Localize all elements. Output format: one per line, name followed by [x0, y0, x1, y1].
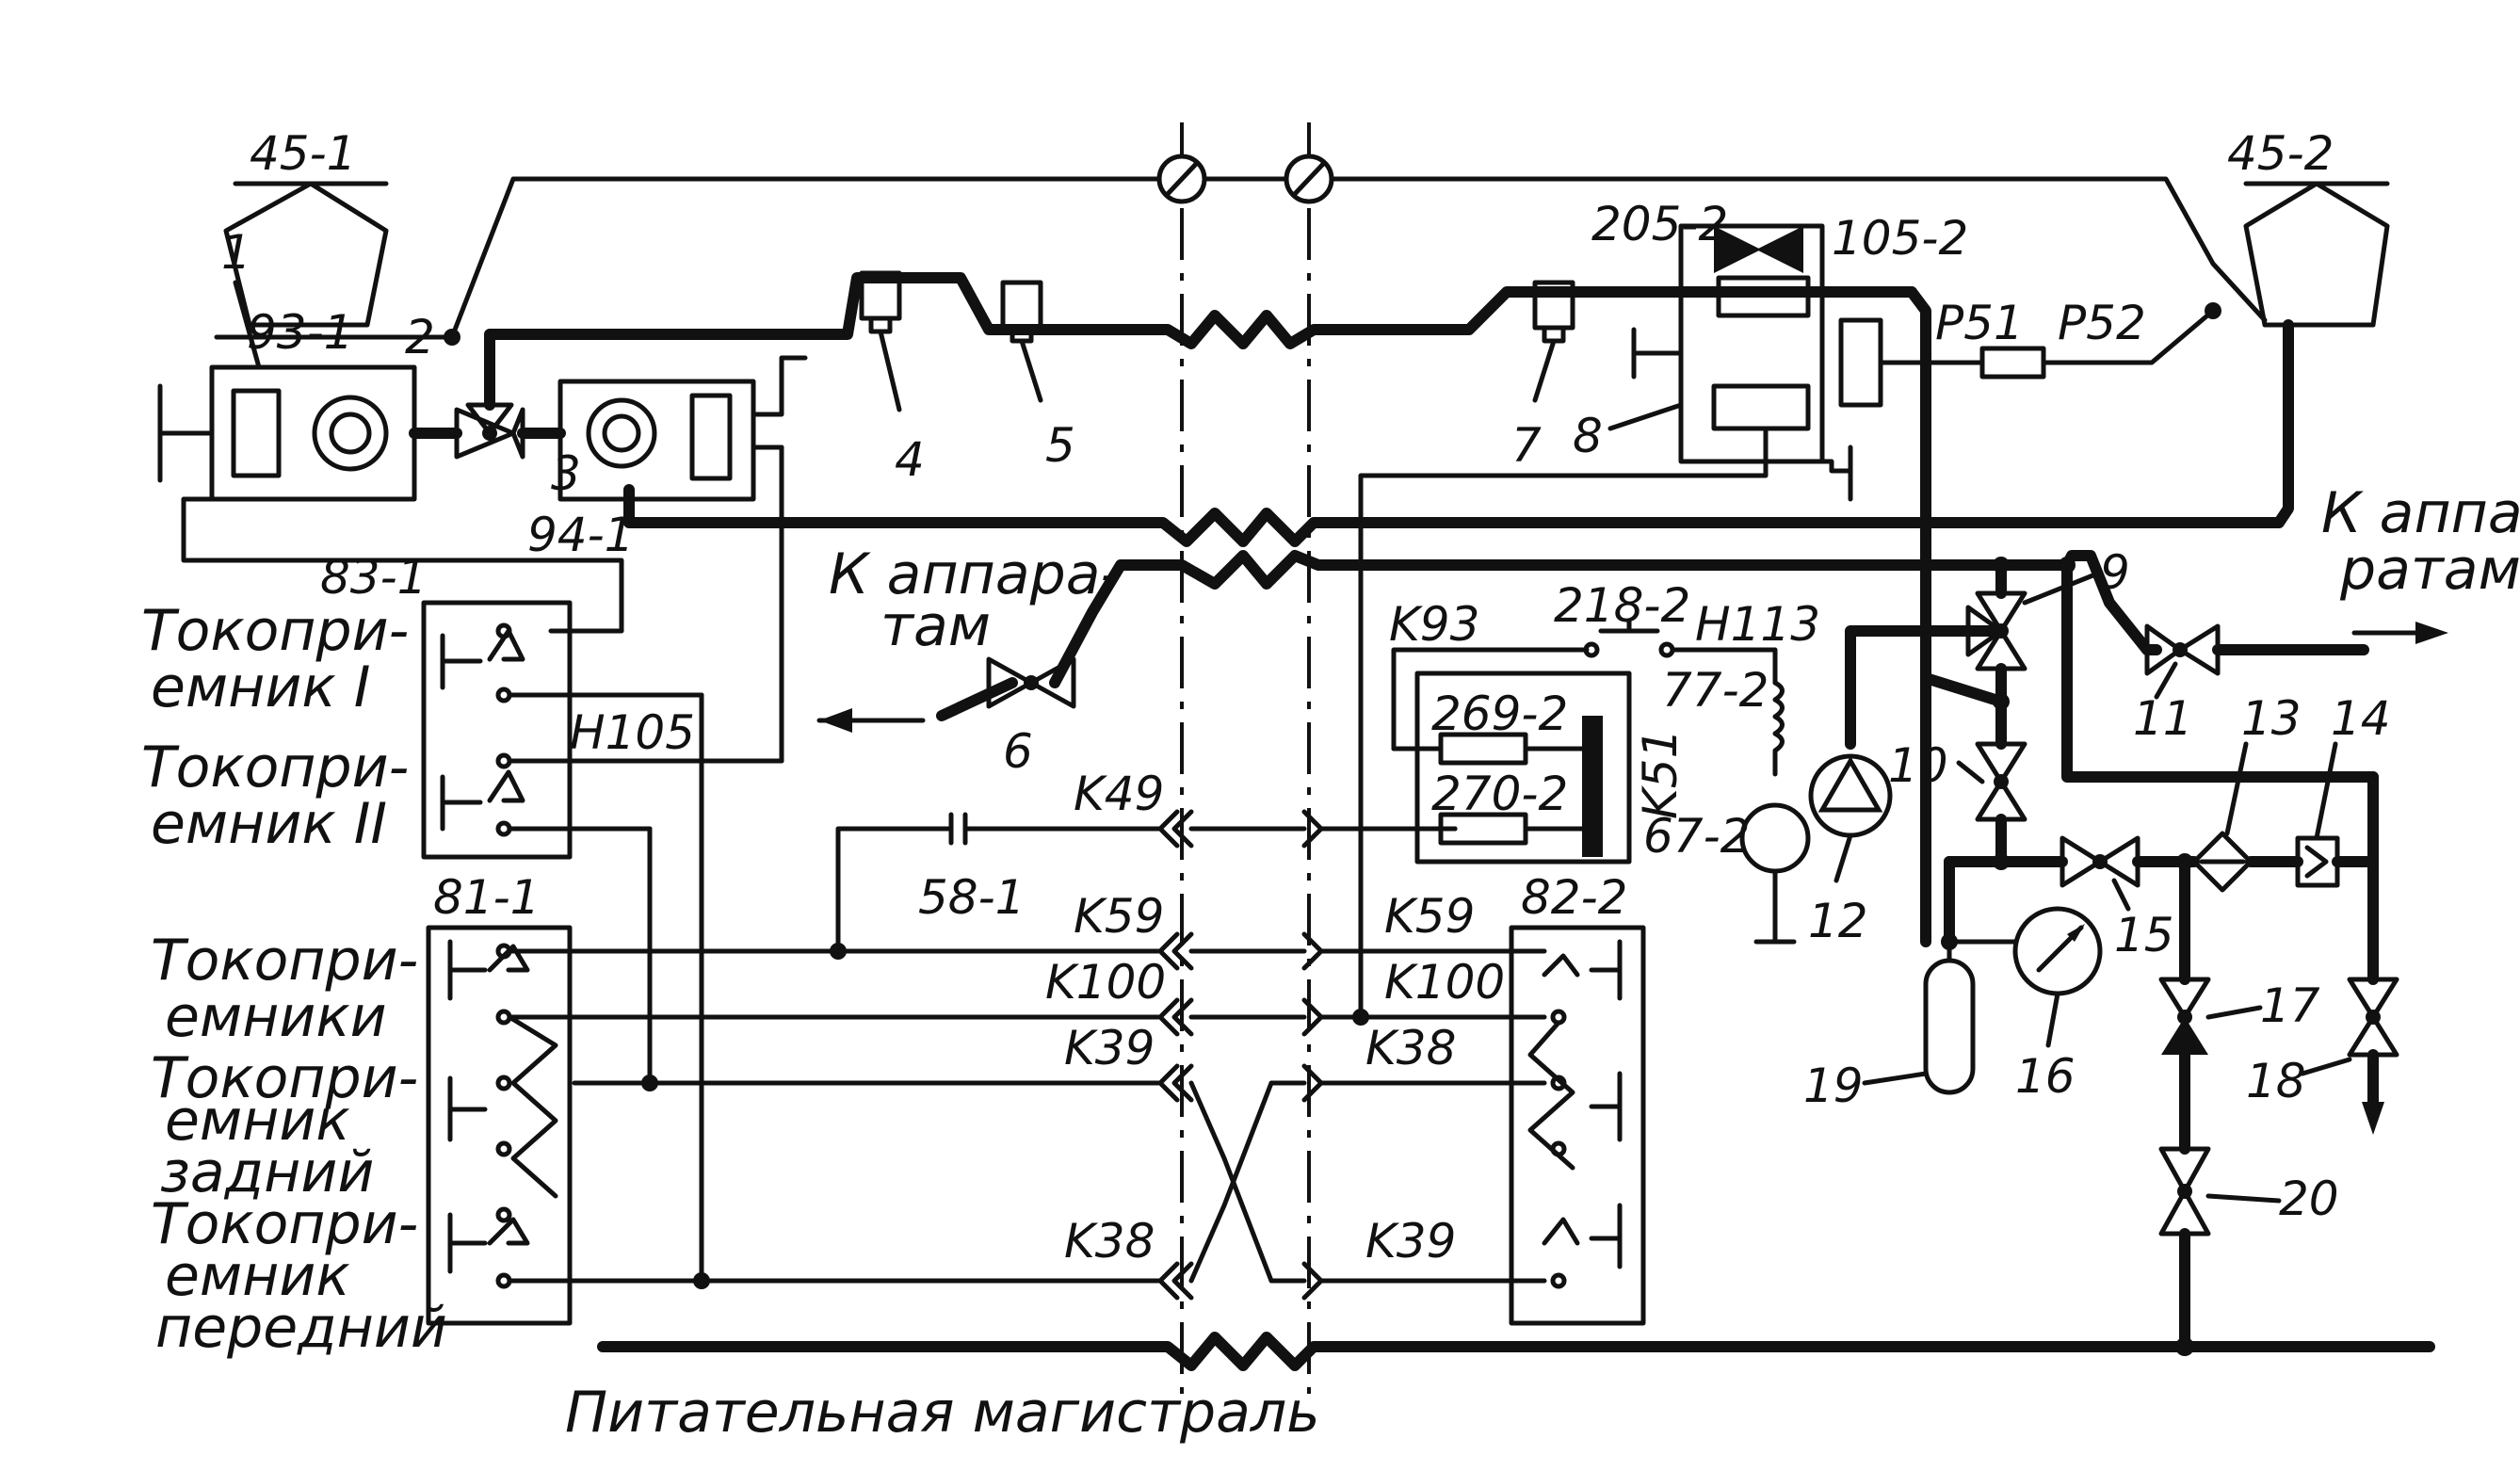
code-93-1: 93-1	[247, 305, 353, 360]
resistor-p51-label: P51	[1935, 296, 2024, 350]
relay-block: 218-2 K93 H113 77-2 269-2 270-2 K51 67-2	[1389, 578, 1820, 945]
feed-main-label: Питательная магистраль	[565, 1380, 1320, 1446]
reservoir-19-label: 19	[1803, 1059, 1864, 1113]
code-270-2: 270-2	[1431, 767, 1568, 821]
device-3: 3 94-1	[527, 355, 808, 562]
wire-k39-left: K39	[1064, 1021, 1155, 1075]
pants-line1: Токопри-	[151, 928, 418, 994]
code-58-1: 58-1	[918, 870, 1025, 925]
valve-2-label: 2	[405, 310, 435, 364]
valve-5: 5	[1000, 280, 1075, 473]
valve-5-label: 5	[1045, 418, 1075, 473]
wire-device8-k100	[1358, 459, 1769, 1025]
train-wires: 58-1 K49 K59 K59	[507, 692, 1547, 1301]
wire-k39-right: K39	[1365, 1214, 1456, 1269]
pantograph-right: 45-2	[2227, 126, 2390, 328]
apparatus-line-left	[1049, 550, 2073, 688]
rear-line2: емник	[165, 1088, 350, 1154]
pantograph-left: 45-1	[214, 126, 455, 340]
valve-4: 4	[859, 270, 925, 487]
connector-k49	[1157, 809, 1324, 849]
code-67-2: 67-2	[1643, 809, 1750, 864]
device-105-2-label: 105-2	[1832, 211, 1968, 266]
pant2-line2: емник II	[151, 791, 387, 857]
valve-2: 2	[405, 310, 566, 460]
valve-7: 7	[1511, 280, 1575, 473]
pant1-line1: Токопри-	[141, 598, 409, 664]
wire-k49: K49	[1074, 767, 1164, 821]
device-1-label: 1	[221, 225, 251, 280]
code-h105: H105	[570, 705, 695, 760]
arrow-down-icon	[2362, 1102, 2384, 1135]
wire-k59-left: K59	[1074, 889, 1164, 944]
pantograph-right-label: 45-2	[2227, 126, 2334, 181]
device-105-2: 105-2 P51 P52	[1832, 211, 2221, 408]
apparatus-left-line1: К аппара-	[829, 542, 1121, 607]
switch-block-82-2: 82-2	[1509, 870, 1646, 1326]
device-8-label: 8	[1573, 409, 1603, 463]
front-line2: емник	[165, 1243, 350, 1309]
device-1: 1 93-1	[157, 225, 417, 502]
code-82-2: 82-2	[1521, 870, 1627, 925]
pants-line2: емники	[165, 984, 387, 1050]
resistor-p52-label: P52	[2058, 296, 2146, 350]
pantograph2-air-line	[623, 319, 2294, 547]
roof-wire-node	[444, 329, 460, 346]
valve-18-label: 18	[2246, 1054, 2306, 1108]
check-14-label: 14	[2331, 691, 2391, 746]
switch-block-81-1: 81-1	[426, 870, 573, 1326]
code-81-1: 81-1	[433, 870, 540, 925]
front-line1: Токопри-	[151, 1191, 418, 1257]
code-83-1: 83-1	[320, 550, 427, 605]
code-218-2: 218-2	[1554, 578, 1690, 633]
pantograph-air-line	[484, 272, 1917, 411]
apparatus-right-line1: К аппа-	[2321, 480, 2520, 546]
roof-wire	[449, 176, 2268, 340]
code-77-2: 77-2	[1662, 663, 1769, 718]
valve-4-label: 4	[895, 432, 925, 487]
rear-line3: задний	[160, 1140, 374, 1205]
pant2-line1: Токопри-	[141, 735, 409, 800]
connector-k100	[1157, 997, 1324, 1037]
valve-7-label: 7	[1511, 418, 1542, 473]
valve-10-label: 10	[1888, 738, 1948, 793]
valve-11-label: 11	[2133, 691, 2193, 746]
code-k93: K93	[1389, 597, 1479, 652]
pantograph-left-label: 45-1	[250, 126, 356, 181]
front-line3: передний	[155, 1295, 447, 1361]
rear-line1: Токопри-	[151, 1045, 418, 1111]
compressor-12-label: 12	[1808, 894, 1868, 948]
wire-k38-left: K38	[1064, 1214, 1155, 1269]
wire-k100-right: K100	[1384, 955, 1505, 1010]
device-205-2-label: 205-2	[1591, 197, 1728, 251]
apparatus-left-line2: там	[880, 593, 991, 659]
device-3-label: 3	[551, 446, 581, 501]
filter-13-label: 13	[2241, 691, 2302, 746]
valve-6-label: 6	[1003, 724, 1033, 779]
device-8: 205-2 8	[1573, 197, 1853, 502]
wire-k38-right: K38	[1365, 1021, 1456, 1075]
connector-k59	[1157, 931, 1324, 971]
valve-6: 6 К аппара- там	[829, 542, 1121, 779]
code-h113: H113	[1695, 597, 1820, 652]
apparatus-right-line2: ратам	[2339, 537, 2520, 603]
arrow-right-icon	[2415, 622, 2448, 644]
valve-20-label: 20	[2279, 1172, 2339, 1226]
wire-k59-right: K59	[1384, 889, 1475, 944]
code-k51: K51	[1633, 729, 1688, 819]
code-269-2: 269-2	[1431, 687, 1568, 741]
gauge-16-label: 16	[2015, 1049, 2076, 1104]
valve-15-label: 15	[2114, 908, 2174, 962]
left-text-labels: Токопри- емник I Токопри- емник II Токоп…	[141, 598, 447, 1361]
switch-block-83-1: 83-1 H105	[181, 445, 784, 860]
code-94-1: 94-1	[527, 508, 634, 562]
feed-main	[597, 1332, 2435, 1371]
valve-17-label: 17	[2260, 978, 2320, 1033]
connector-k39-k38	[1157, 1063, 1324, 1301]
right-pneumatic-section: 9 10 12 11 К аппа- ратам 18	[1803, 480, 2520, 1356]
pant1-line2: емник I	[151, 655, 370, 720]
arrow-left-icon	[819, 708, 852, 733]
wire-k100-left: K100	[1045, 955, 1166, 1010]
